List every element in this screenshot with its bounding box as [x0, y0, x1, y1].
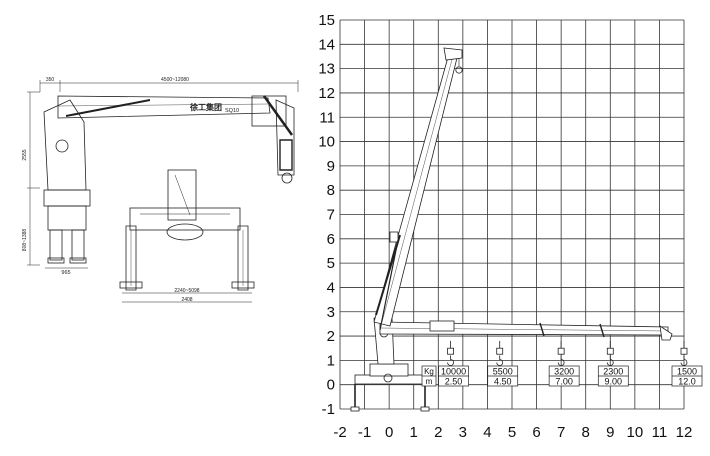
- dim-outrigger-depth: 808~1388: [22, 229, 28, 252]
- hook-icon: [496, 340, 504, 366]
- y-tick-label: 8: [327, 182, 335, 199]
- m-label: m: [426, 377, 433, 386]
- y-tick-label: 5: [327, 255, 335, 272]
- x-tick-label: 10: [627, 424, 644, 441]
- y-tick-label: 1: [327, 352, 335, 369]
- x-tick-label: 5: [508, 424, 516, 441]
- load-hooks: [447, 340, 688, 366]
- y-tick-label: 12: [318, 85, 335, 102]
- x-tick-label: 8: [582, 424, 590, 441]
- dim-offset: 350: [46, 77, 55, 83]
- x-tick-label: 2: [434, 424, 442, 441]
- kg-label: Kg: [424, 367, 434, 376]
- y-tick-label: -1: [322, 401, 335, 418]
- dim-base-width: 965: [61, 270, 70, 276]
- load-radius-value: 9.00: [605, 377, 623, 387]
- load-kg-value: 3200: [554, 367, 574, 377]
- x-tick-label: 1: [410, 424, 418, 441]
- hook-icon: [557, 340, 565, 366]
- x-tick-label: 0: [385, 424, 393, 441]
- y-tick-label: 11: [319, 109, 335, 126]
- dim-spread: 2240~5098: [174, 288, 199, 294]
- y-tick-label: 15: [318, 12, 335, 29]
- y-tick-label: 9: [327, 158, 335, 175]
- dim-height: 2555: [22, 149, 28, 160]
- x-tick-label: 3: [459, 424, 467, 441]
- x-tick-label: 11: [652, 424, 668, 441]
- hook-icon: [606, 340, 614, 366]
- dim-total-width: 2408: [181, 297, 192, 303]
- chart-grid: [339, 19, 685, 410]
- load-kg-value: 1500: [677, 367, 697, 377]
- x-tick-label: 9: [606, 424, 614, 441]
- load-kg-value: 5500: [493, 367, 513, 377]
- x-tick-label: 6: [532, 424, 540, 441]
- y-tick-label: 14: [318, 36, 335, 53]
- y-tick-label: 3: [327, 304, 335, 321]
- y-tick-label: 13: [318, 61, 335, 78]
- hook-icon: [680, 340, 688, 366]
- y-tick-label: 0: [327, 377, 335, 394]
- brand-label: 徐工集团: [189, 102, 222, 112]
- x-tick-label: 12: [676, 424, 693, 441]
- crane-working-pose: [350, 47, 673, 412]
- y-tick-label: 6: [327, 231, 335, 248]
- y-tick-label: 10: [318, 134, 335, 151]
- load-kg-value: 2300: [603, 367, 623, 377]
- load-radius-value: 2.50: [445, 377, 463, 387]
- y-tick-label: 2: [327, 328, 335, 345]
- crane-side-view: [27, 80, 299, 269]
- model-label: SQ10: [225, 108, 239, 114]
- load-radius-value: 7.00: [555, 377, 573, 387]
- x-tick-label: 7: [557, 424, 565, 441]
- crane-rear-view: [119, 169, 255, 303]
- x-tick-label: 4: [483, 424, 491, 441]
- y-tick-label: 7: [327, 207, 335, 224]
- dim-reach: 4500~12080: [161, 77, 189, 83]
- hook-icon: [447, 340, 454, 366]
- load-kg-value: 10000: [441, 367, 466, 377]
- load-radius-value: 12.0: [678, 377, 696, 387]
- load-radius-value: 4.50: [494, 377, 512, 387]
- x-tick-label: -1: [358, 424, 371, 441]
- x-tick-label: -2: [333, 424, 346, 441]
- y-tick-label: 4: [327, 279, 335, 296]
